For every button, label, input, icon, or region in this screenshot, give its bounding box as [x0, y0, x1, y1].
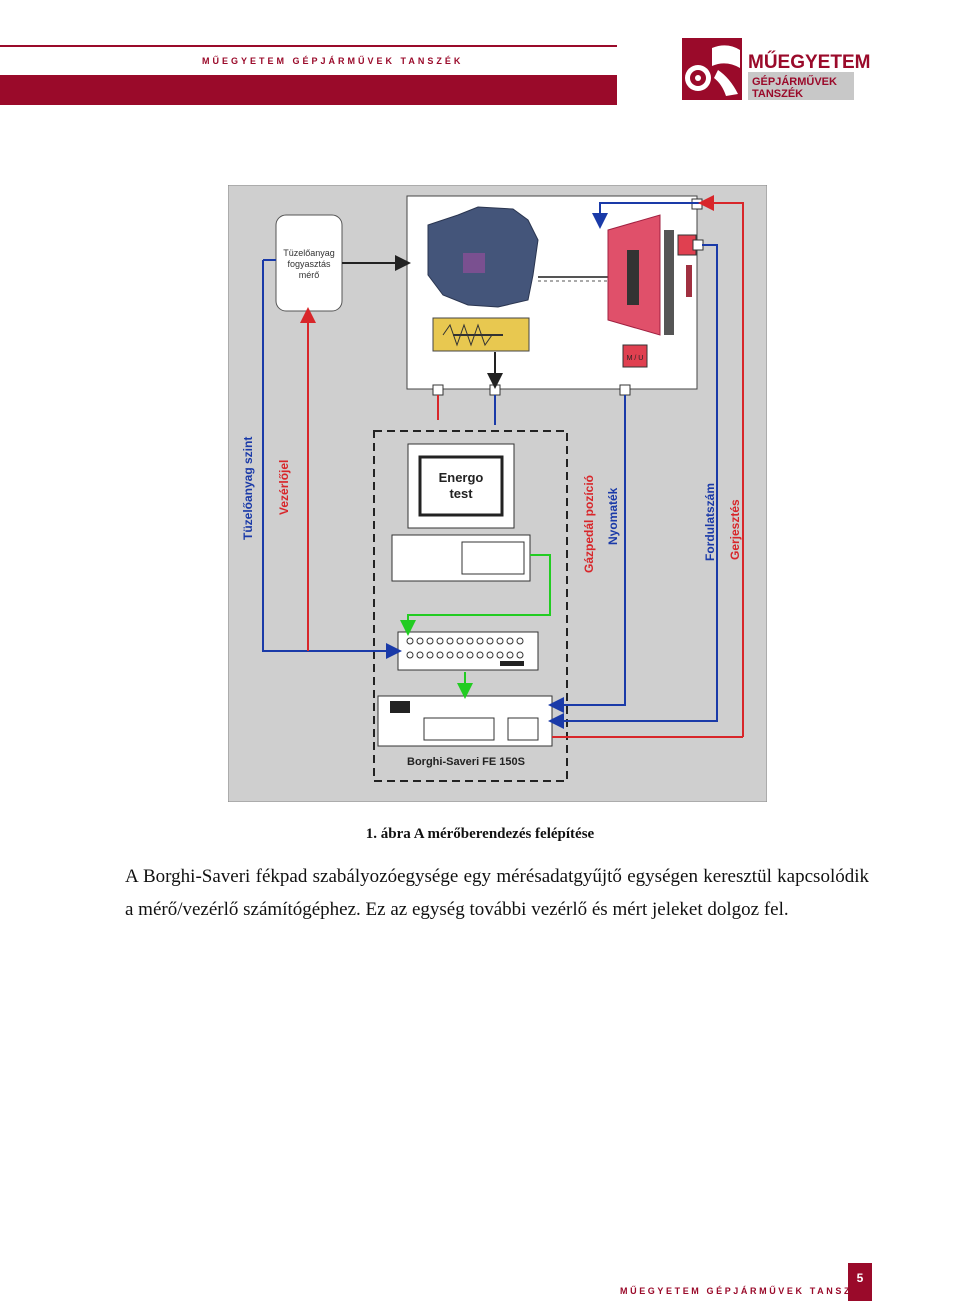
paragraph-text: A Borghi-Saveri fékpad szabályozóegysége… [125, 866, 869, 920]
logo-line1: MŰEGYETEM [748, 51, 870, 73]
fuel-pump-icon [463, 253, 485, 273]
monitor-label-1: Energo [439, 470, 484, 485]
monitor-label-2: test [449, 486, 473, 501]
footer-title: MŰEGYETEM GÉPJÁRMŰVEK TANSZÉK [620, 1286, 870, 1296]
brake-name-label: Borghi-Saveri FE 150S [407, 756, 525, 768]
pc-case-icon [391, 534, 531, 582]
body-paragraph: A Borghi-Saveri fékpad szabályozóegysége… [125, 860, 869, 926]
pedal-position-label: Gázpedál pozíció [582, 475, 596, 573]
header-rule [0, 45, 617, 47]
fuel-meter-label-1: Tüzelőanyag [283, 248, 335, 258]
department-logo: MŰEGYETEM GÉPJÁRMŰVEK TANSZÉK [682, 38, 870, 100]
excitation-label: Gerjesztés [728, 499, 742, 560]
mu-label: M / U [627, 355, 644, 362]
fuel-meter-label-2: fogyasztás [287, 259, 331, 269]
rpm-label: Fordulatszám [703, 483, 717, 561]
computer-zone [373, 430, 568, 782]
rpm-line [548, 244, 718, 729]
header-title: MŰEGYETEM GÉPJÁRMŰVEK TANSZÉK [202, 56, 464, 66]
figure-caption: 1. ábra A mérőberendezés felépítése [365, 826, 595, 842]
logo-line3: TANSZÉK [752, 87, 803, 100]
fuel-level-label: Tüzelőanyag szint [241, 437, 255, 540]
torque-label: Nyomaték [606, 487, 620, 545]
logo-line2: GÉPJÁRMŰVEK [752, 75, 837, 88]
header-bar [0, 75, 617, 105]
mu-box [622, 344, 648, 368]
excitation-line [698, 195, 744, 737]
control-signal-label: Vezérlőjel [277, 460, 291, 515]
pc-daq-link [400, 554, 551, 636]
measurement-setup-diagram: Tüzelőanyag fogyasztás mérő M / U Energo… [228, 185, 767, 802]
fuel-meter-label-3: mérő [299, 270, 320, 280]
torque-line [548, 395, 626, 713]
page-number: 5 [848, 1263, 872, 1301]
